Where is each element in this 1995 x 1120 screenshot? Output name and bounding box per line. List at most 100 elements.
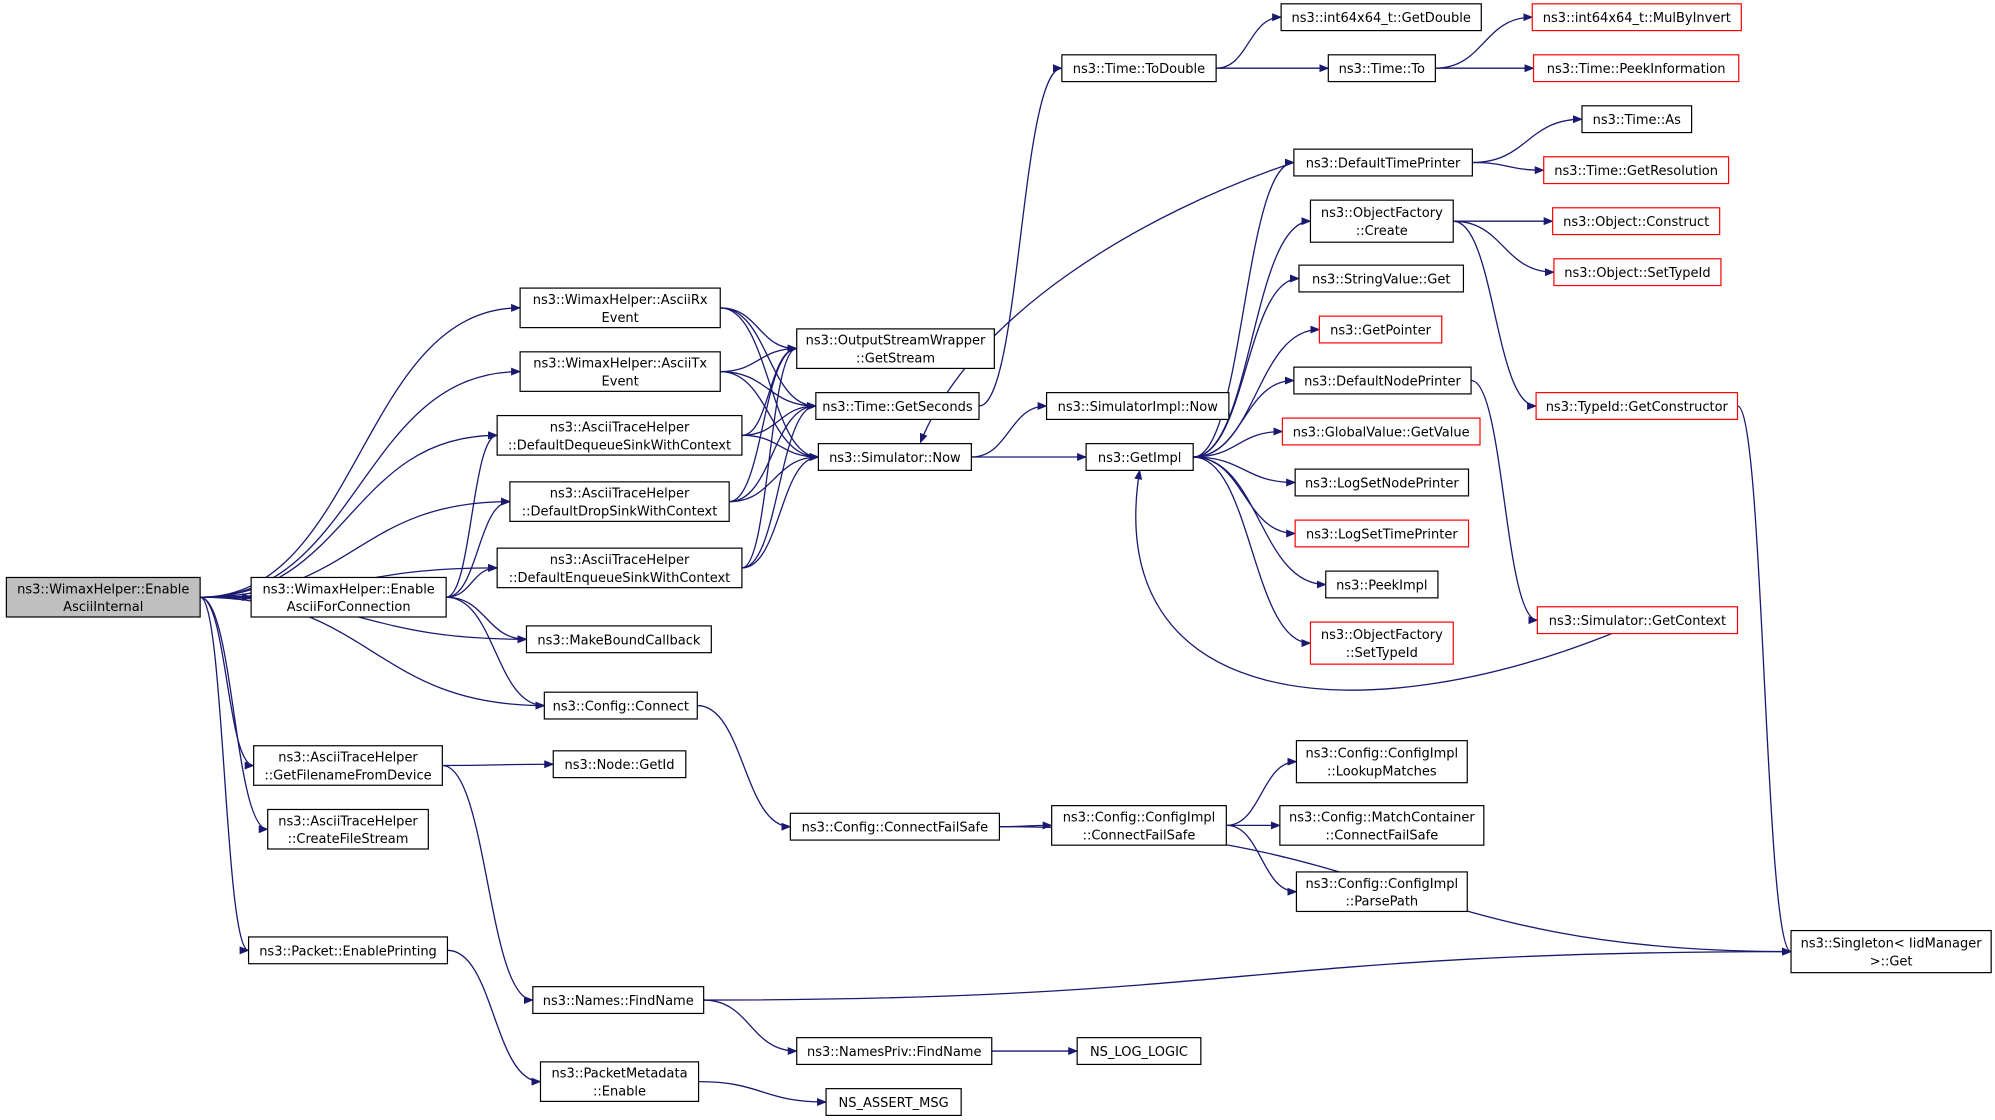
edge-enable_ascii_internal-to-ascii_tx_event (200, 367, 522, 598)
edge-get_filename_from_device-to-node_get_id (442, 760, 555, 769)
node-default-enqueue-sink[interactable]: ns3::AsciiTraceHelper::DefaultEnqueueSin… (496, 547, 743, 589)
node-create-file-stream[interactable]: ns3::AsciiTraceHelper::CreateFileStream (267, 808, 429, 850)
node-object-factory-set-type-id[interactable]: ns3::ObjectFactory::SetTypeId (1309, 621, 1454, 665)
edge-default_dequeue_sink-to-simulator_now (741, 434, 820, 461)
edge-enable_ascii_internal-to-create_file_stream (199, 596, 269, 834)
node-log-set-node-printer[interactable]: ns3::LogSetNodePrinter (1294, 468, 1470, 497)
node-label-line: ns3::LogSetTimePrinter (1306, 527, 1458, 542)
node-box (1076, 1037, 1202, 1066)
node-simulator-now[interactable]: ns3::Simulator::Now (817, 443, 972, 471)
node-ns-assert-msg[interactable]: NS_ASSERT_MSG (825, 1088, 962, 1117)
edge-get_impl-to-global_value_get_value (1193, 427, 1284, 458)
node-object-set-type-id[interactable]: ns3::Object::SetTypeId (1553, 258, 1722, 287)
node-box (1045, 392, 1230, 420)
edge-default_enqueue_sink-to-simulator_now (741, 453, 820, 569)
node-label-line: ::DefaultDropSinkWithContext (522, 505, 718, 520)
node-label-line: ns3::int64x64_t::GetDouble (1292, 11, 1471, 26)
node-label-line: Event (602, 311, 639, 326)
node-log-set-time-printer[interactable]: ns3::LogSetTimePrinter (1294, 519, 1470, 548)
node-time-to-double[interactable]: ns3::Time::ToDouble (1061, 54, 1217, 83)
node-time-peek-information[interactable]: ns3::Time::PeekInformation (1532, 54, 1740, 83)
node-default-drop-sink[interactable]: ns3::AsciiTraceHelper::DefaultDropSinkWi… (509, 481, 730, 522)
node-default-node-printer[interactable]: ns3::DefaultNodePrinter (1293, 366, 1472, 395)
edge-time_get_seconds-to-time_to_double (978, 64, 1063, 407)
edge-ascii_rx_event-to-get_stream (720, 307, 798, 353)
node-label-line: ns3::Object::SetTypeId (1564, 266, 1710, 281)
edge-get_impl-to-object_factory_set_type_id (1193, 456, 1312, 648)
node-packet-enable-printing[interactable]: ns3::Packet::EnablePrinting (247, 936, 449, 965)
node-simulator-impl-now[interactable]: ns3::SimulatorImpl::Now (1045, 392, 1230, 420)
node-int64-mul-by-invert[interactable]: ns3::int64x64_t::MulByInvert (1531, 3, 1742, 32)
node-box (519, 287, 721, 329)
node-box (267, 808, 429, 850)
node-label-line: ns3::Config::Connect (553, 700, 689, 715)
node-default-dequeue-sink[interactable]: ns3::AsciiTraceHelper::DefaultDequeueSin… (496, 414, 743, 456)
node-simulator-get-context[interactable]: ns3::Simulator::GetContext (1536, 606, 1739, 635)
node-label-line: AsciiForConnection (287, 600, 411, 615)
node-node-get-id[interactable]: ns3::Node::GetId (552, 750, 687, 779)
node-label-line: ns3::DefaultNodePrinter (1304, 375, 1461, 390)
node-get-stream[interactable]: ns3::OutputStreamWrapper::GetStream (796, 328, 995, 370)
node-time-as[interactable]: ns3::Time::As (1581, 105, 1693, 134)
node-string-value-get[interactable]: ns3::StringValue::Get (1298, 264, 1465, 293)
node-box (1051, 805, 1227, 846)
node-label-line: ns3::AsciiTraceHelper (550, 553, 690, 568)
node-time-get-seconds[interactable]: ns3::Time::GetSeconds (815, 392, 980, 420)
node-label-line: ::ConnectFailSafe (1325, 828, 1438, 843)
edge-get_impl-to-log_set_time_printer (1193, 456, 1297, 538)
node-names-find-name[interactable]: ns3::Names::FindName (532, 986, 705, 1015)
node-peek-impl[interactable]: ns3::PeekImpl (1325, 570, 1439, 599)
node-label-line: ns3::Time::PeekInformation (1547, 62, 1726, 77)
edge-default_time_printer-to-simulator_now (919, 161, 1295, 444)
node-box (1293, 366, 1472, 395)
node-label-line: NS_LOG_LOGIC (1090, 1045, 1188, 1060)
node-label-line: ns3::AsciiTraceHelper (278, 751, 418, 766)
node-names-priv-find-name[interactable]: ns3::NamesPriv::FindName (796, 1037, 993, 1066)
node-time-to[interactable]: ns3::Time::To (1327, 54, 1436, 83)
node-label-line: ::GetStream (856, 352, 935, 367)
node-box (1309, 621, 1454, 665)
edge-ascii_tx_event-to-get_stream (720, 344, 798, 373)
edge-simulator_get_context-to-get_impl (1134, 469, 1613, 691)
node-packet-metadata-enable[interactable]: ns3::PacketMetadata::Enable (539, 1061, 700, 1102)
node-singleton-iid-manager-get[interactable]: ns3::Singleton< IidManager>::Get (1790, 929, 1992, 974)
node-default-time-printer[interactable]: ns3::DefaultTimePrinter (1293, 148, 1473, 177)
node-int64-get-double[interactable]: ns3::int64x64_t::GetDouble (1280, 3, 1482, 32)
node-box (250, 576, 447, 618)
node-config-impl-connect-fail-safe[interactable]: ns3::Config::ConfigImpl::ConnectFailSafe (1051, 805, 1227, 846)
node-box (1325, 570, 1439, 599)
node-config-connect-fail-safe[interactable]: ns3::Config::ConnectFailSafe (789, 812, 1001, 841)
node-time-get-resolution[interactable]: ns3::Time::GetResolution (1543, 156, 1730, 185)
node-label-line: ns3::DefaultTimePrinter (1306, 157, 1461, 172)
node-box (253, 745, 443, 786)
node-box (1279, 805, 1485, 846)
node-get-pointer[interactable]: ns3::GetPointer (1318, 315, 1443, 344)
node-enable-ascii-for-connection[interactable]: ns3::WimaxHelper::EnableAsciiForConnecti… (250, 576, 447, 618)
node-match-container-connect-fail-safe[interactable]: ns3::Config::MatchContainer::ConnectFail… (1279, 805, 1485, 846)
node-global-value-get-value[interactable]: ns3::GlobalValue::GetValue (1281, 417, 1481, 446)
node-box (247, 936, 449, 965)
node-object-factory-create[interactable]: ns3::ObjectFactory::Create (1309, 199, 1454, 243)
node-type-id-get-constructor[interactable]: ns3::TypeId::GetConstructor (1535, 392, 1739, 420)
node-get-impl[interactable]: ns3::GetImpl (1085, 443, 1194, 471)
node-config-impl-parse-path[interactable]: ns3::Config::ConfigImpl::ParsePath (1295, 871, 1468, 913)
edge-get_impl-to-peek_impl (1193, 456, 1327, 589)
node-config-impl-lookup-matches[interactable]: ns3::Config::ConfigImpl::LookupMatches (1295, 740, 1468, 784)
edge-names_find_name-to-names_priv_find_name (703, 999, 798, 1056)
node-box (1280, 3, 1482, 32)
edge-ascii_rx_event-to-simulator_now (720, 307, 820, 461)
node-label-line: NS_ASSERT_MSG (839, 1096, 949, 1111)
node-config-connect[interactable]: ns3::Config::Connect (543, 691, 698, 720)
node-label-line: ::GetFilenameFromDevice (264, 768, 431, 783)
node-make-bound-callback[interactable]: ns3::MakeBoundCallback (525, 625, 712, 654)
node-object-construct[interactable]: ns3::Object::Construct (1552, 207, 1721, 236)
node-ns-log-logic[interactable]: NS_LOG_LOGIC (1076, 1037, 1202, 1066)
node-get-filename-from-device[interactable]: ns3::AsciiTraceHelper::GetFilenameFromDe… (253, 745, 443, 786)
edge-enable_ascii_for_connection-to-make_bound_callback (446, 596, 528, 644)
node-label-line: ns3::int64x64_t::MulByInvert (1543, 11, 1731, 26)
node-box (1295, 871, 1468, 913)
node-box (825, 1088, 962, 1117)
